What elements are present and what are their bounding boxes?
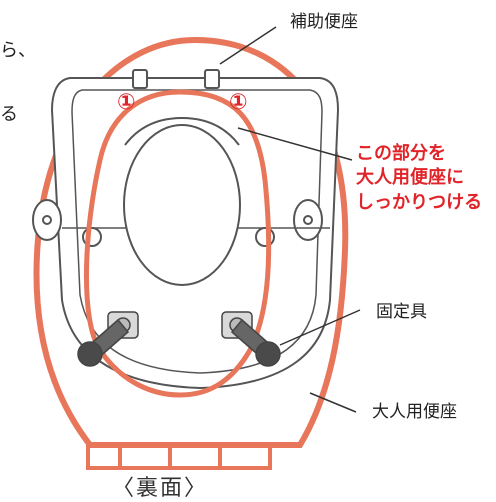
adult-seat-base (86, 443, 272, 470)
fixture-left (77, 311, 139, 367)
fixture-right (221, 311, 281, 367)
cut-off-text-1: ら、 (0, 40, 36, 61)
back-side-caption: 〈裏面〉 (112, 476, 209, 501)
contact-zone-outline (83, 89, 272, 398)
callout-line-2: 大人用便座に (356, 167, 464, 189)
leader-lines (219, 26, 361, 413)
marker-left: ① (117, 90, 136, 115)
adult-seat-label: 大人用便座 (372, 402, 457, 422)
callout-line-3: しっかりつける (356, 191, 483, 213)
contact-area-callout: この部分を 大人用便座に しっかりつける (356, 142, 482, 215)
auxiliary-seat-label: 補助便座 (290, 12, 358, 32)
hole-rim-left (124, 117, 183, 146)
hole-rim-right (181, 117, 240, 146)
fixture-label: 固定具 (376, 302, 427, 322)
marker-right: ① (229, 90, 248, 115)
cut-off-text-2: る (0, 104, 18, 125)
callout-line-1: この部分を (356, 143, 446, 164)
seat-hole (123, 124, 241, 286)
